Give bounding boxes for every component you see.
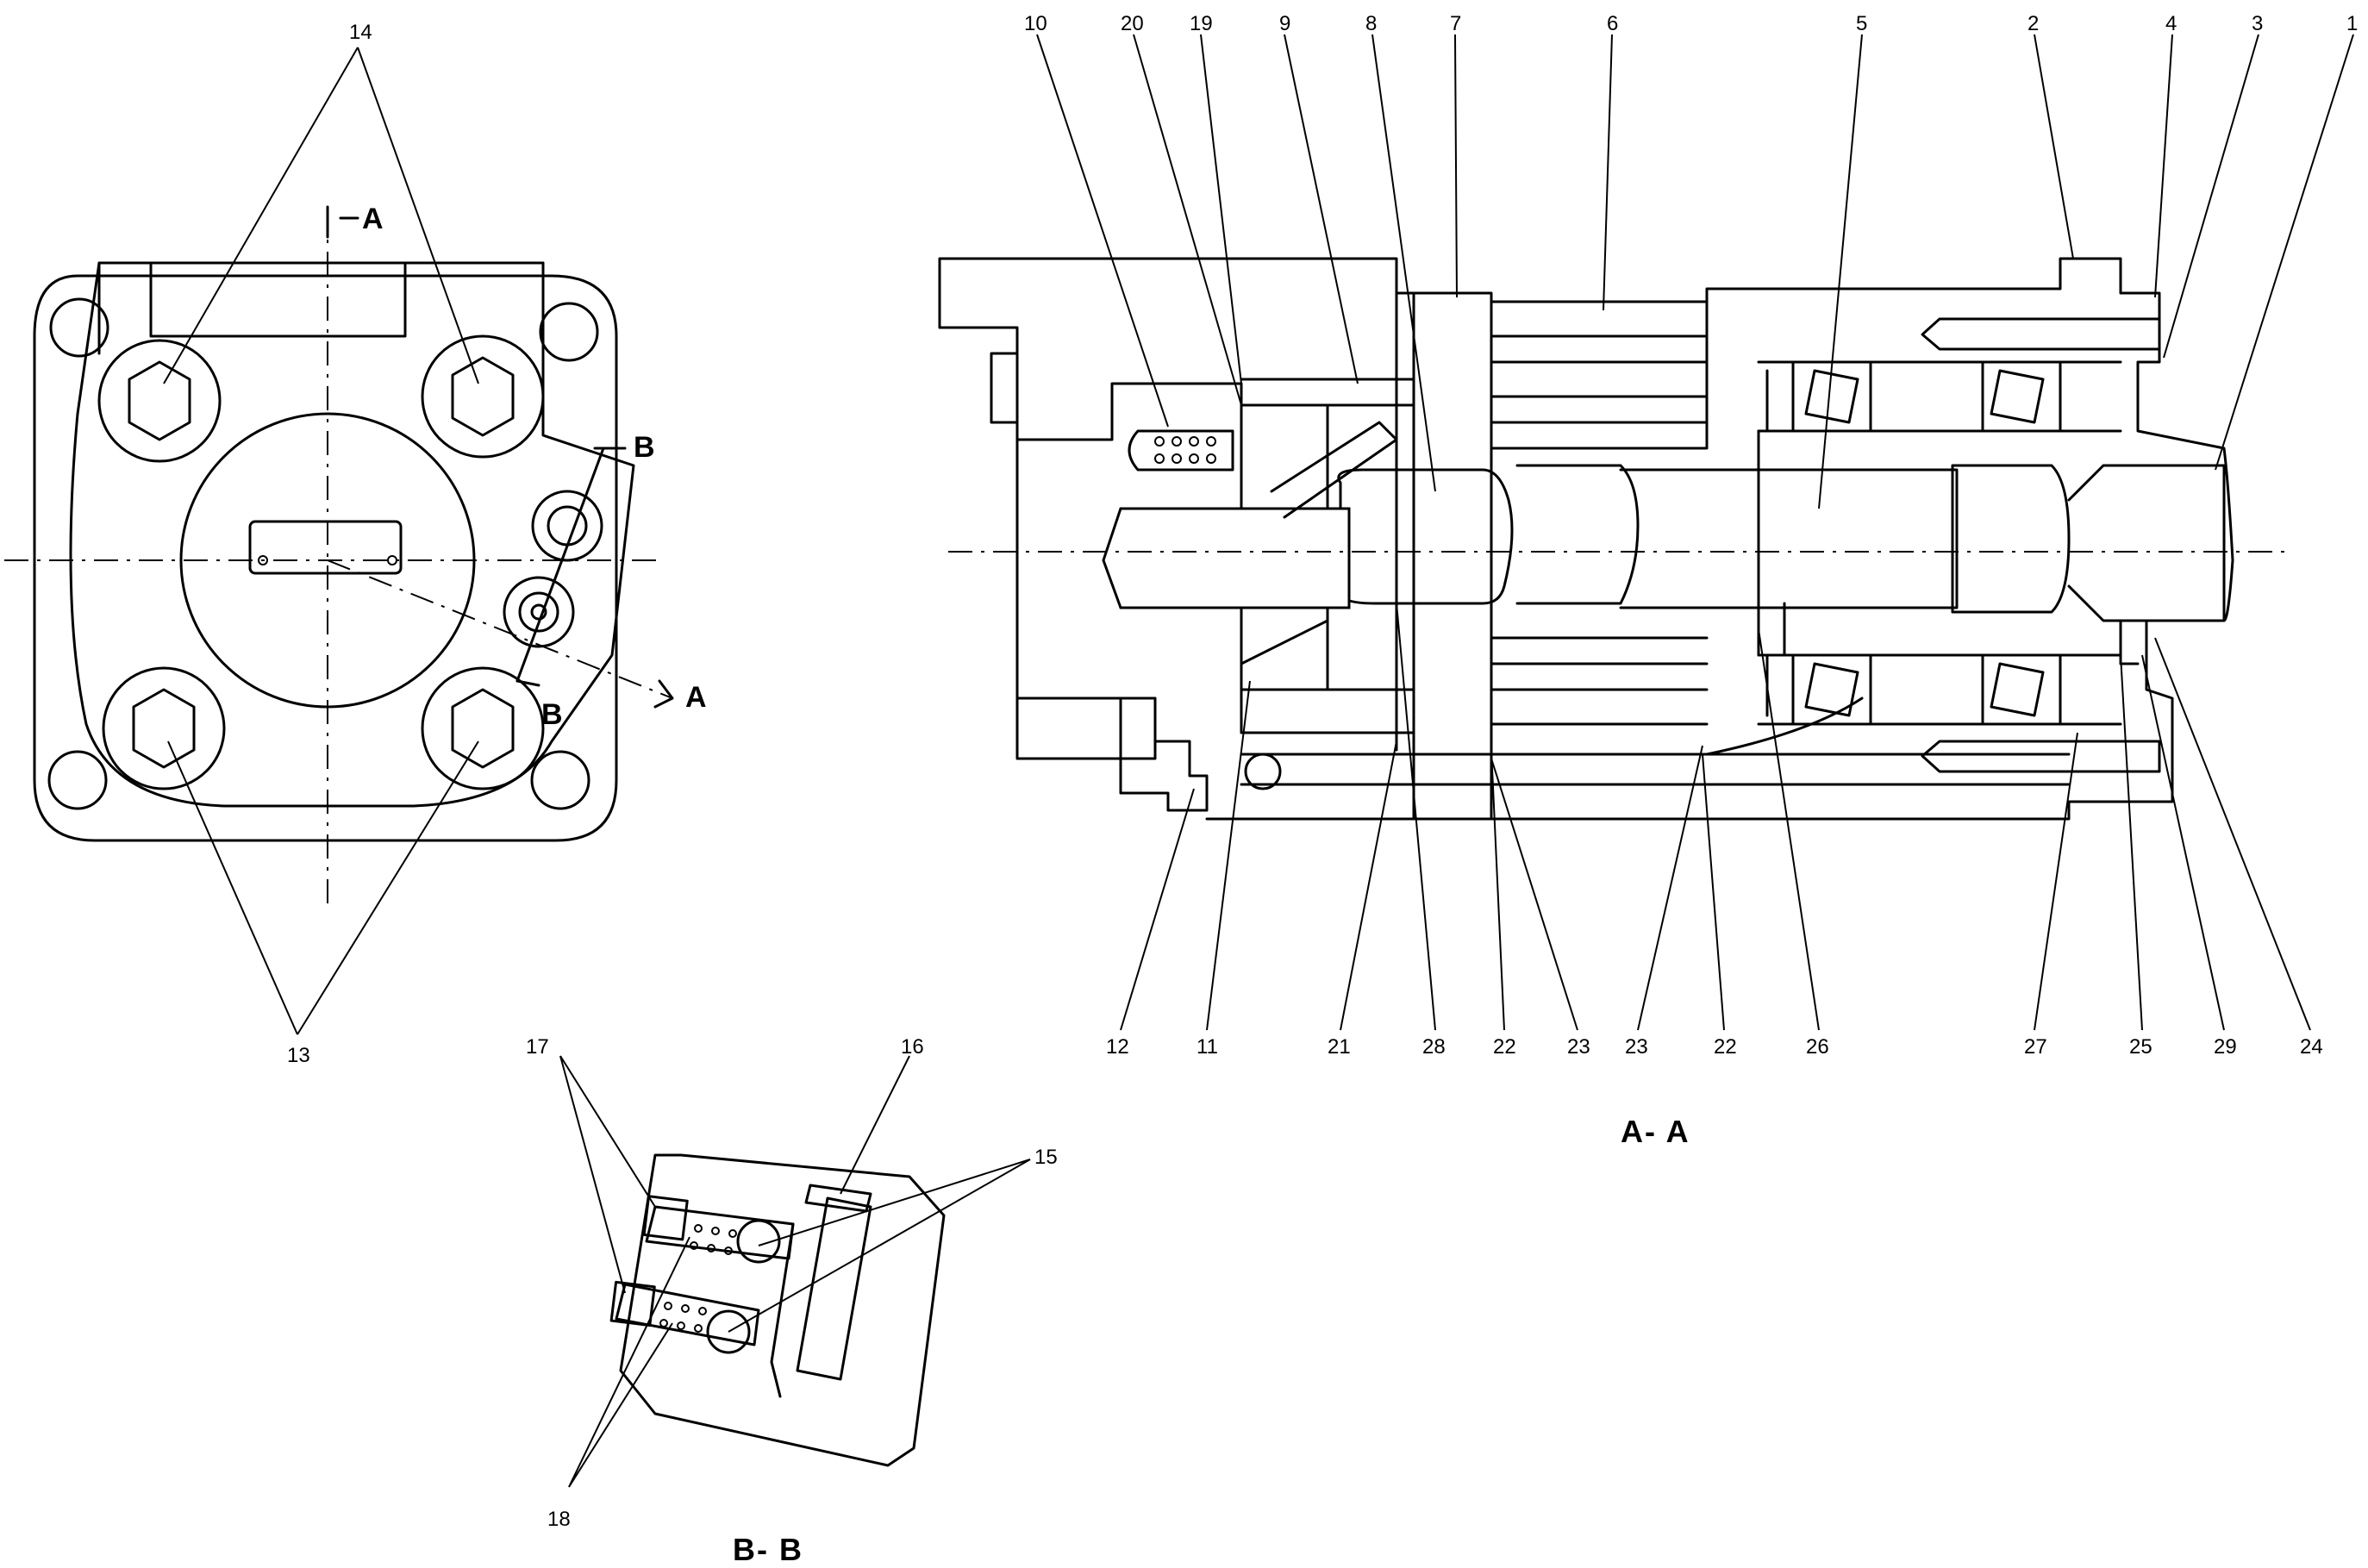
- callout-11: 11: [1196, 1035, 1218, 1059]
- callout-4: 4: [2165, 12, 2177, 35]
- callout-10: 10: [1024, 12, 1047, 35]
- callout-17: 17: [526, 1035, 549, 1059]
- callout-3: 3: [2252, 12, 2263, 35]
- callout-12: 12: [1106, 1035, 1129, 1059]
- callout-13: 13: [287, 1044, 310, 1067]
- callout-19: 19: [1190, 12, 1213, 35]
- section-mark-b-bottom: B: [541, 698, 563, 731]
- front-view: 14 13 A A B B: [4, 21, 707, 1067]
- callout-18: 18: [547, 1508, 571, 1531]
- section-aa-view: 10 20 19 9 8 7 6 5 2 4 3 1 12 11 21 28 2…: [938, 12, 2358, 1149]
- callout-29: 29: [2214, 1035, 2237, 1059]
- section-mark-b-top: B: [634, 431, 655, 464]
- callout-23b: 23: [1625, 1035, 1648, 1059]
- section-mark-a-bottom: A: [685, 681, 707, 714]
- callout-22b: 22: [1714, 1035, 1737, 1059]
- callout-1: 1: [2346, 12, 2358, 35]
- callout-6: 6: [1607, 12, 1618, 35]
- callout-23: 23: [1567, 1035, 1590, 1059]
- callout-24: 24: [2300, 1035, 2323, 1059]
- callout-7: 7: [1450, 12, 1461, 35]
- callout-21: 21: [1328, 1035, 1351, 1059]
- section-aa-title: A- A: [1621, 1114, 1690, 1149]
- callout-28: 28: [1422, 1035, 1446, 1059]
- callout-2: 2: [2027, 12, 2039, 35]
- callout-9: 9: [1279, 12, 1290, 35]
- callout-8: 8: [1365, 12, 1377, 35]
- callout-20: 20: [1121, 12, 1144, 35]
- callout-22: 22: [1493, 1035, 1516, 1059]
- section-mark-a-top: A: [362, 203, 384, 235]
- callout-16: 16: [901, 1035, 924, 1059]
- callout-14: 14: [349, 21, 372, 44]
- callout-25: 25: [2129, 1035, 2152, 1059]
- callout-15: 15: [1034, 1146, 1058, 1169]
- bb-spring-dots: [659, 1224, 737, 1333]
- aa-leaders-bottom: [1120, 603, 2311, 1031]
- callout-27: 27: [2024, 1035, 2047, 1059]
- callout-5: 5: [1856, 12, 1867, 35]
- aa-leaders-top: [1036, 34, 2354, 509]
- section-bb-view: 17 16 15 18 B- B: [526, 1035, 1058, 1567]
- callout-26: 26: [1806, 1035, 1829, 1059]
- section-bb-title: B- B: [733, 1532, 803, 1567]
